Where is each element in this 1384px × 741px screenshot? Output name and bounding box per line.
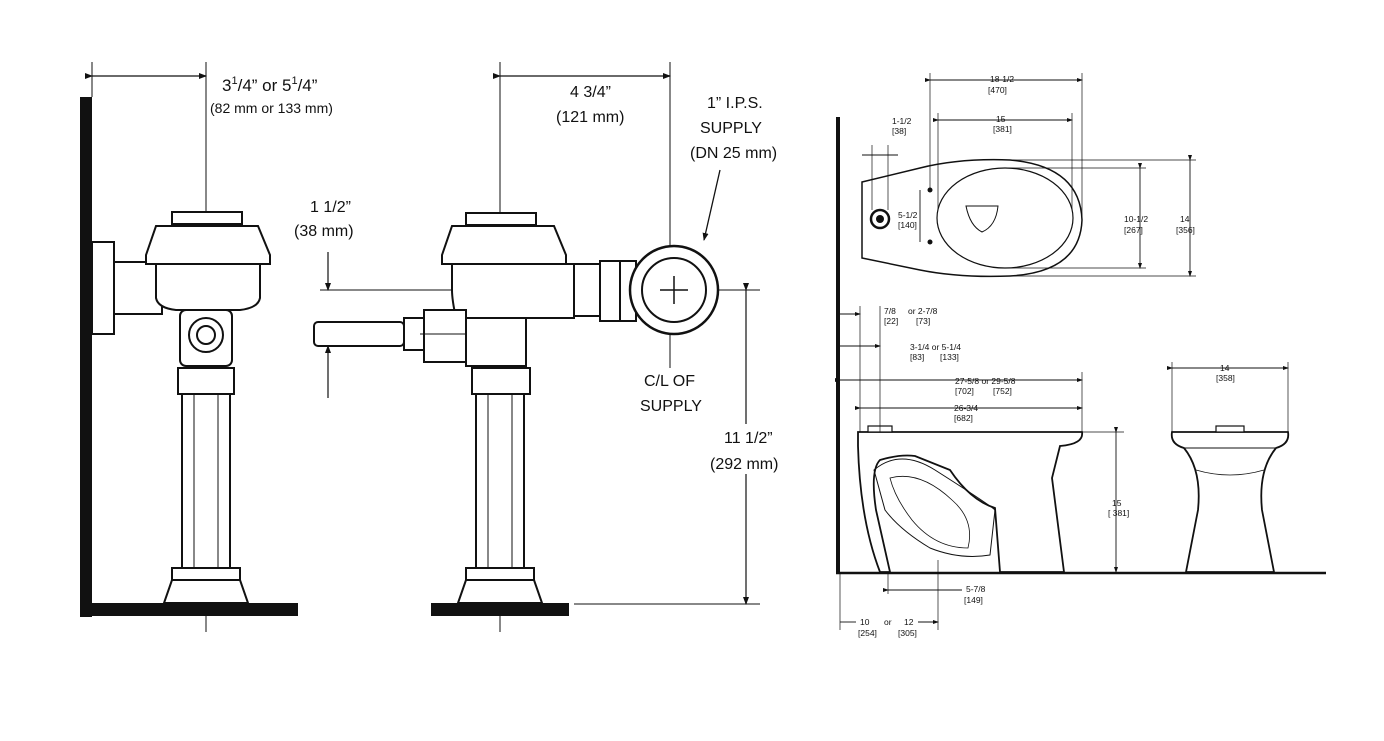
handle-dim-metric: (38 mm) [294,223,354,240]
width-dim-label: 31/4” or 51/4” [222,75,318,95]
outlet-mm: [149] [964,595,983,605]
outer-width-mm: [356] [1176,225,1195,235]
bowl-length-side-dim: 26-3/4 [954,403,978,413]
handle-dim-label: 1 1/2” [310,199,351,216]
width-dim-metric: (82 mm or 133 mm) [210,100,333,116]
bowl-length-dim: 18-1/2 [990,74,1014,84]
setback-a-dim: 7/8 [884,306,896,316]
supply-label-1: 1” I.P.S. [707,95,763,112]
outer-width-dim: 14 [1180,214,1190,224]
rough-in-alt: 12 [904,617,914,627]
cl-supply-label-2: SUPPLY [640,398,702,415]
rim-height-mm: [ 381] [1108,508,1129,518]
setback-b-dim: 3-1/4 or 5-1/4 [910,342,961,352]
bowl-top-view: 18-1/2 [470] 15 [381] 1-1/2 [38] 5-1/2 [… [836,73,1196,574]
inner-width-dim: 10-1/2 [1124,214,1148,224]
setback-b-mm2: [133] [940,352,959,362]
bowl-side-view: 7/8 [22] or 2-7/8 [73] 3-1/4 or 5-1/4 [8… [835,306,1326,638]
bolt-mm: [140] [898,220,917,230]
rough-in-mm2: [305] [898,628,917,638]
height-dim-label: 11 1/2” [724,430,773,447]
hole-dim: 1-1/2 [892,116,912,126]
setback-a-or-mm: [73] [916,316,930,326]
rim-mm: [381] [993,124,1012,134]
supply-label-3: (DN 25 mm) [690,145,777,162]
bowl-front-view: 14 [358] [1167,362,1290,573]
overall-length-mm1: [702] [955,386,974,396]
bowl-length-mm: [470] [988,85,1007,95]
rim-height-dim: 15 [1112,498,1122,508]
bolt-dim: 5-1/2 [898,210,918,220]
cl-supply-label-1: C/L OF [644,373,695,390]
front-width-mm: [358] [1216,373,1235,383]
setback-b-mm1: [83] [910,352,924,362]
height-dim-metric: (292 mm) [710,456,778,473]
inner-width-mm: [267] [1124,225,1143,235]
bowl-length-side-mm: [682] [954,413,973,423]
rough-in-mm1: [254] [858,628,877,638]
offset-dim-metric: (121 mm) [556,109,624,126]
setback-a-mm: [22] [884,316,898,326]
outlet-dim: 5-7/8 [966,584,986,594]
valve-front-view: 31/4” or 51/4” (82 mm or 133 mm) [80,62,333,632]
rough-in-or: or [884,617,892,627]
floor-left [80,603,298,616]
wall [80,97,92,617]
rough-in-dim: 10 [860,617,870,627]
valve-side-view: 4 3/4” (121 mm) 1” I.P.S. SUPPLY (DN 25 … [294,62,782,632]
offset-dim-label: 4 3/4” [570,84,611,101]
setback-a-or: or 2-7/8 [908,306,938,316]
supply-label-2: SUPPLY [700,120,762,137]
overall-length-dim: 27-5/8 or 29-5/8 [955,376,1016,386]
overall-length-mm2: [752] [993,386,1012,396]
rim-dim: 15 [996,114,1006,124]
hole-mm: [38] [892,126,906,136]
front-width-dim: 14 [1220,363,1230,373]
